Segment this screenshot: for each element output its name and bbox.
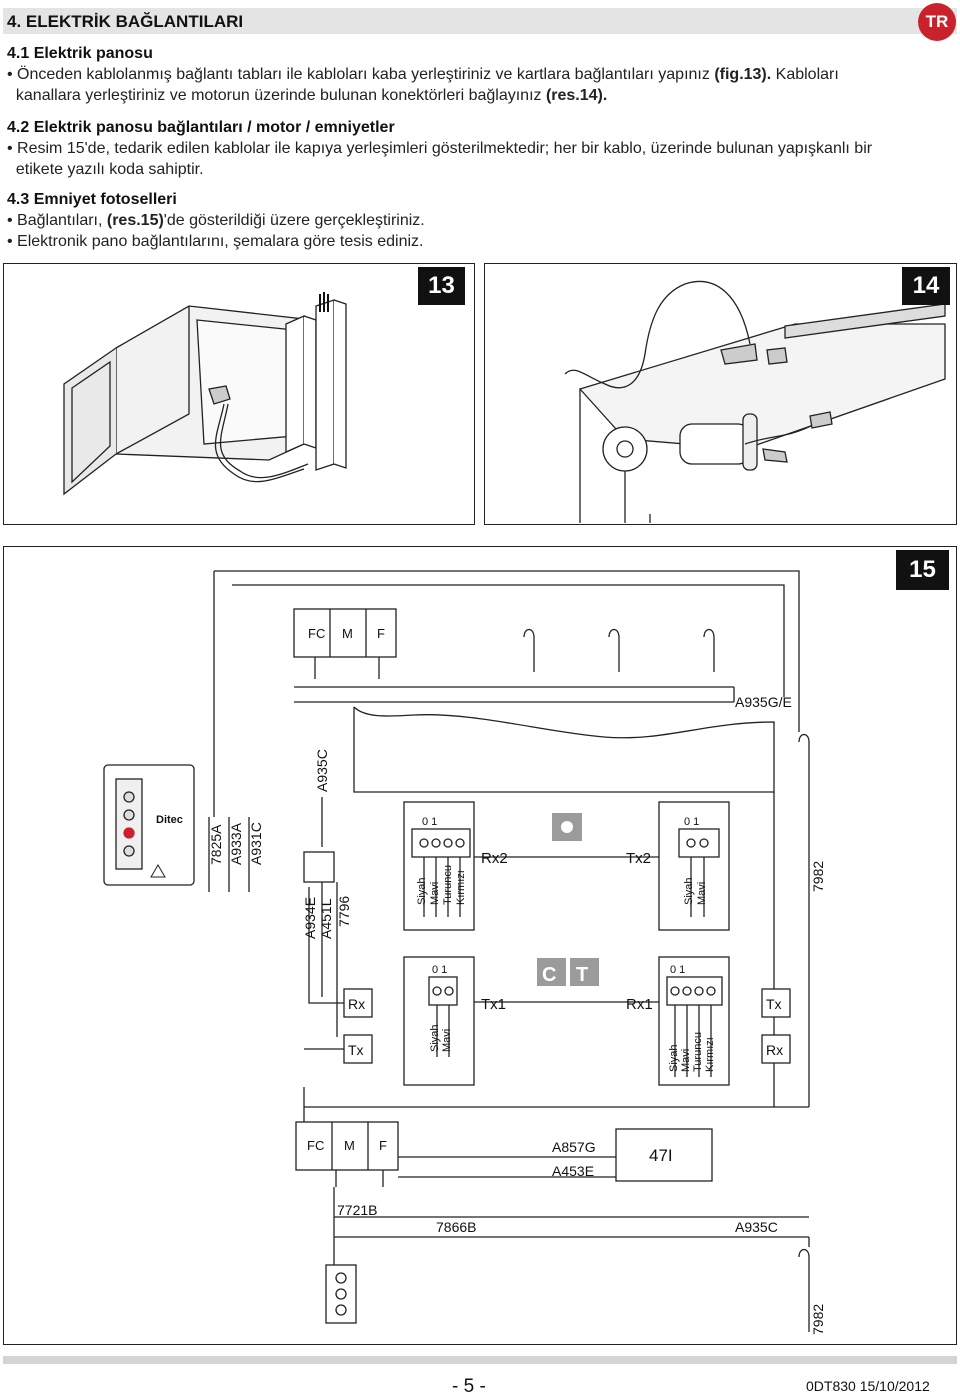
label-rx-left: Rx — [348, 996, 365, 1012]
page-number: - 5 - — [452, 1376, 486, 1397]
label-a931c: A931C — [248, 822, 264, 865]
label-switch-rx1: 0 1 — [670, 964, 685, 976]
label-siyah-tx1: Siyah — [429, 1024, 441, 1052]
figure-14-frame: 14 — [484, 263, 957, 525]
label-a451l: A451L — [318, 898, 334, 939]
motor-unit-illustration — [564, 280, 946, 523]
label-switch-rx2: 0 1 — [422, 816, 437, 828]
label-rx1: Rx1 — [626, 996, 653, 1013]
label-f-bottom: F — [379, 1138, 387, 1153]
chapter-title: 4. ELEKTRİK BAĞLANTILARI — [7, 12, 244, 31]
label-fc: FC — [308, 626, 325, 641]
footer-rule — [3, 1356, 957, 1364]
label-rx-right: Rx — [766, 1042, 783, 1058]
label-a933a: A933A — [228, 822, 244, 865]
label-a935c-bottom: A935C — [735, 1219, 778, 1235]
wiring-diagram: FC M F A935G/E A935C 7825A A933A A931C A… — [103, 570, 826, 1335]
label-tx-left: Tx — [348, 1042, 364, 1058]
control-box-illustration — [63, 292, 347, 496]
label-ct-c: C — [542, 964, 556, 986]
label-siyah-rx2: Siyah — [416, 877, 428, 905]
section-42-line2: etikete yazılı koda sahiptir. — [7, 161, 204, 178]
label-switch-tx1: 0 1 — [432, 964, 447, 976]
label-a857g: A857G — [552, 1139, 596, 1155]
label-a934e: A934E — [302, 897, 318, 939]
section-41-title: 4.1 Elektrik panosu — [7, 45, 153, 62]
label-a935ge: A935G/E — [735, 694, 792, 710]
label-rx2: Rx2 — [481, 850, 508, 867]
section-41-line1: • Önceden kablolanmış bağlantı tabları i… — [7, 66, 839, 83]
section-43-line2: • Elektronik pano bağlantılarını, şemala… — [7, 233, 424, 250]
label-7721b: 7721B — [337, 1202, 377, 1218]
label-m-bottom: M — [344, 1138, 355, 1153]
ct-tile-c — [537, 958, 566, 986]
label-switch-tx2: 0 1 — [684, 816, 699, 828]
label-mavi-rx1: Mavi — [680, 1049, 692, 1072]
label-tx-right: Tx — [766, 996, 782, 1012]
label-siyah-rx1: Siyah — [668, 1044, 680, 1072]
label-7982-lower: 7982 — [810, 1304, 826, 1335]
label-kirmizi-rx2: Kırmızı — [455, 870, 467, 905]
label-ditec-logo: Ditec — [156, 814, 183, 826]
figure-13-number: 13 — [418, 267, 465, 305]
header-bar — [3, 8, 957, 34]
section-43-line1: • Bağlantıları, (res.15)'de gösterildiği… — [7, 212, 425, 229]
label-47i: 47I — [649, 1146, 673, 1165]
ct-tile-t — [570, 958, 599, 986]
label-mavi-tx1: Mavi — [441, 1029, 453, 1052]
section-43-title: 4.3 Emniyet fotoselleri — [7, 191, 177, 208]
label-tx2: Tx2 — [626, 850, 651, 867]
figure-14-number: 14 — [902, 267, 950, 305]
section-42-line1: • Resim 15'de, tedarik edilen kablolar i… — [7, 140, 873, 157]
label-turuncu-rx2: Turuncu — [442, 865, 454, 905]
label-kirmizi-rx1: Kırmızı — [704, 1037, 716, 1072]
label-turuncu-rx1: Turuncu — [692, 1032, 704, 1072]
figure-13-frame: 13 — [3, 263, 475, 525]
label-f: F — [377, 626, 385, 641]
section-41-line2: kanallara yerleştiriniz ve motorun üzeri… — [7, 87, 608, 104]
label-fc-bottom: FC — [307, 1138, 324, 1153]
label-7982-upper: 7982 — [810, 861, 826, 892]
label-mavi-tx2: Mavi — [696, 882, 708, 905]
label-siyah-tx2: Siyah — [683, 877, 695, 905]
label-mavi-rx2: Mavi — [429, 882, 441, 905]
document-reference: 0DT830 15/10/2012 — [806, 1378, 930, 1394]
section-42-title: 4.2 Elektrik panosu bağlantıları / motor… — [7, 119, 395, 136]
label-ct-t: T — [576, 964, 588, 986]
language-badge: TR — [918, 3, 956, 41]
label-a935c-vertical: A935C — [314, 749, 330, 792]
label-m: M — [342, 626, 353, 641]
label-7796: 7796 — [336, 896, 352, 927]
label-7825a: 7825A — [208, 824, 224, 865]
figure-15-number: 15 — [896, 550, 949, 590]
figure-15-frame: FC M F A935G/E A935C 7825A A933A A931C A… — [3, 546, 957, 1345]
label-tx1: Tx1 — [481, 996, 506, 1013]
label-a453e: A453E — [552, 1163, 594, 1179]
label-7866b: 7866B — [436, 1219, 476, 1235]
